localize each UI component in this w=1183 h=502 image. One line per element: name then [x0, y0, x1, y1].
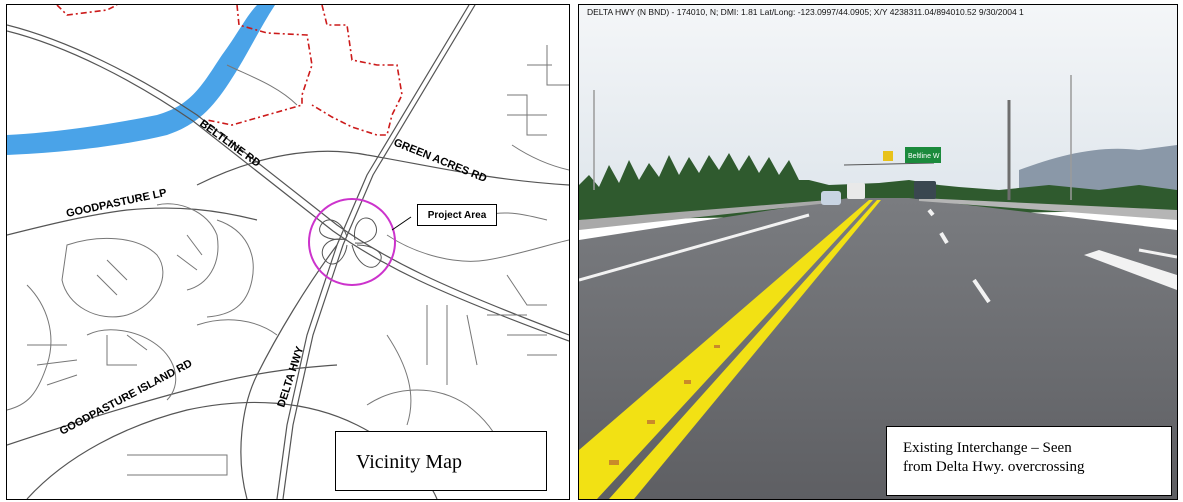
- green-highway-sign: [905, 147, 941, 163]
- photo-caption-line2: from Delta Hwy. overcrossing: [903, 459, 1085, 475]
- interchange-photo: Beltline W: [579, 5, 1177, 499]
- interchange-photo-panel: Beltline W DELTA HWY (N BND) - 174010, N…: [578, 4, 1178, 500]
- yellow-sign: [883, 151, 893, 161]
- vicinity-map-panel: BELTLINE RD GREEN ACRES RD GOODPASTURE L…: [6, 4, 570, 500]
- label-beltline-rd: BELTLINE RD: [197, 118, 262, 170]
- label-delta-hwy: DELTA HWY: [275, 344, 306, 409]
- city-limit-boundary: [56, 5, 403, 136]
- road-surface: [579, 198, 1177, 499]
- right-guardrail: [919, 198, 1177, 220]
- local-streets: [7, 45, 569, 476]
- label-goodpasture-island-rd: GOODPASTURE ISLAND RD: [58, 357, 195, 437]
- sign-gantry: [843, 162, 935, 166]
- major-roads: [7, 5, 569, 499]
- photo-metadata-header: DELTA HWY (N BND) - 174010, N; DMI: 1.81…: [587, 7, 1024, 17]
- vehicle-truck: [847, 183, 865, 199]
- highway-sign-text: Beltline W: [908, 153, 940, 160]
- vehicle-far: [914, 181, 936, 199]
- label-green-acres-rd: GREEN ACRES RD: [392, 137, 489, 185]
- label-goodpasture-lp: GOODPASTURE LP: [65, 187, 168, 220]
- project-area-circle: [308, 198, 396, 286]
- vicinity-map-caption: Vicinity Map: [335, 431, 547, 491]
- vicinity-map-svg: BELTLINE RD GREEN ACRES RD GOODPASTURE L…: [7, 5, 569, 499]
- project-area-leader: [391, 216, 412, 231]
- lane-markings: [579, 200, 1177, 499]
- photo-caption-line1: Existing Interchange – Seen: [903, 440, 1072, 456]
- vehicle-car: [821, 191, 841, 205]
- distant-mountains: [1019, 145, 1177, 195]
- left-guardrail: [579, 200, 829, 230]
- project-area-label: Project Area: [417, 204, 497, 226]
- cloverleaf-ramps: [319, 217, 382, 268]
- river: [7, 5, 275, 155]
- road-reflectors: [609, 345, 720, 465]
- photo-caption: Existing Interchange – Seen from Delta H…: [886, 426, 1172, 496]
